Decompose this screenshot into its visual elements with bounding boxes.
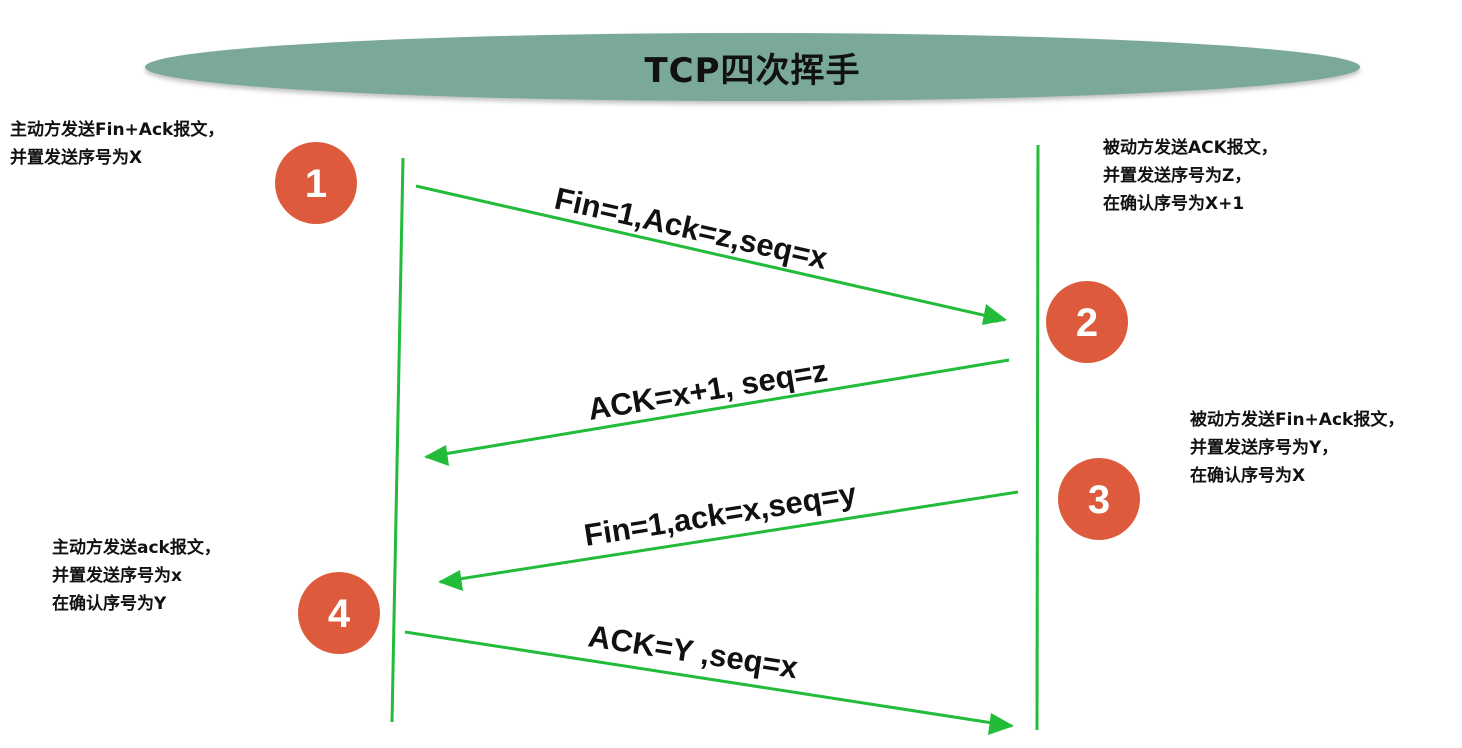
note-line: 主动方发送ack报文， [52,538,221,558]
diagram-title: TCP四次挥手 [644,50,861,91]
arrowhead-4 [988,713,1014,735]
step-badge-2: 2 [1046,281,1128,363]
step-badge-1: 1 [275,142,357,224]
note-step-1: 主动方发送Fin+Ack报文， 并置发送序号为X [10,116,224,172]
message-label-2: ACK=x+1, seq=z [585,353,830,427]
step-circle [275,142,357,224]
note-line: 在确认序号为X [1190,466,1306,486]
step-number: 3 [1088,478,1110,522]
message-label-3: Fin=1,ack=x,seq=y [582,476,860,553]
message-arrow-2 [425,358,1010,459]
arrowhead-3 [438,570,463,591]
step-badge-4: 4 [298,572,380,654]
note-line: 并置发送序号为Y， [1190,438,1339,458]
note-line: 并置发送序号为x [52,566,182,586]
message-label-1: Fin=1,Ack=z,seq=x [551,181,831,276]
note-line: 被动方发送Fin+Ack报文， [1190,410,1405,430]
arrowhead-2 [424,445,449,466]
note-line: 并置发送序号为X [10,148,143,168]
note-line: 并置发送序号为Z， [1103,166,1252,186]
step-circle [298,572,380,654]
title-banner: TCP四次挥手 [145,33,1360,101]
note-line: 被动方发送ACK报文， [1103,138,1278,158]
note-line: 在确认序号为Y [52,594,167,614]
note-step-4: 主动方发送ack报文， 并置发送序号为x 在确认序号为Y [52,534,221,618]
note-line: 主动方发送Fin+Ack报文， [10,120,225,140]
arrowhead-1 [982,304,1007,325]
step-circle [1046,281,1128,363]
step-badge-3: 3 [1058,458,1140,540]
message-arrow-4 [404,630,1013,728]
note-line: 在确认序号为X+1 [1103,194,1245,214]
lifeline-active [390,157,405,723]
step-number: 2 [1076,301,1098,345]
message-arrow-1 [415,184,1006,323]
note-step-3: 被动方发送Fin+Ack报文， 并置发送序号为Y， 在确认序号为X [1190,406,1404,490]
step-number: 4 [328,592,351,636]
note-step-2: 被动方发送ACK报文， 并置发送序号为Z， 在确认序号为X+1 [1103,134,1278,218]
message-arrow-3 [439,490,1019,584]
step-circle [1058,458,1140,540]
step-number: 1 [305,162,327,206]
lifeline-passive [1035,144,1040,731]
